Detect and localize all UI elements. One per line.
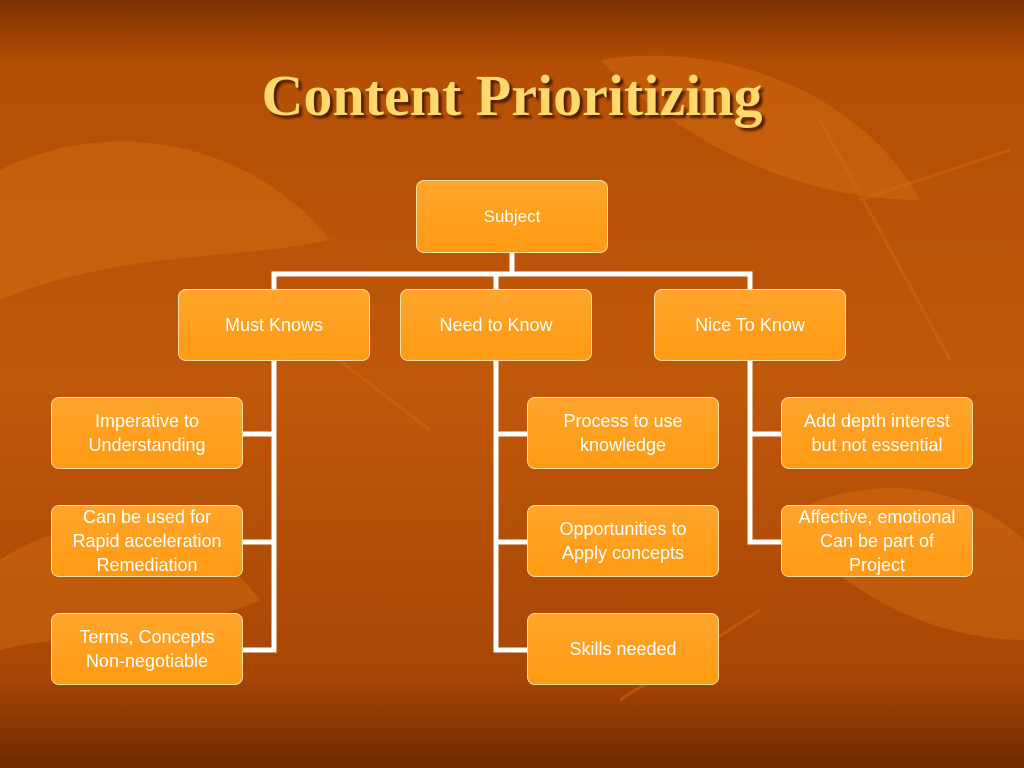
- node-must-knows: Must Knows: [178, 289, 370, 361]
- node-need-to-know: Need to Know: [400, 289, 592, 361]
- node-rapid-acceleration-remediation: Can be used for Rapid acceleration Remed…: [51, 505, 243, 577]
- node-subject: Subject: [416, 180, 608, 253]
- node-terms-concepts: Terms, Concepts Non-negotiable: [51, 613, 243, 685]
- node-add-depth-interest: Add depth interest but not essential: [781, 397, 973, 469]
- node-opportunities-to-apply: Opportunities to Apply concepts: [527, 505, 719, 577]
- node-skills-needed: Skills needed: [527, 613, 719, 685]
- node-nice-to-know: Nice To Know: [654, 289, 846, 361]
- node-affective-emotional: Affective, emotional Can be part of Proj…: [781, 505, 973, 577]
- node-process-to-use-knowledge: Process to use knowledge: [527, 397, 719, 469]
- slide-title: Content Prioritizing: [261, 63, 763, 128]
- node-imperative-to-understanding: Imperative to Understanding: [51, 397, 243, 469]
